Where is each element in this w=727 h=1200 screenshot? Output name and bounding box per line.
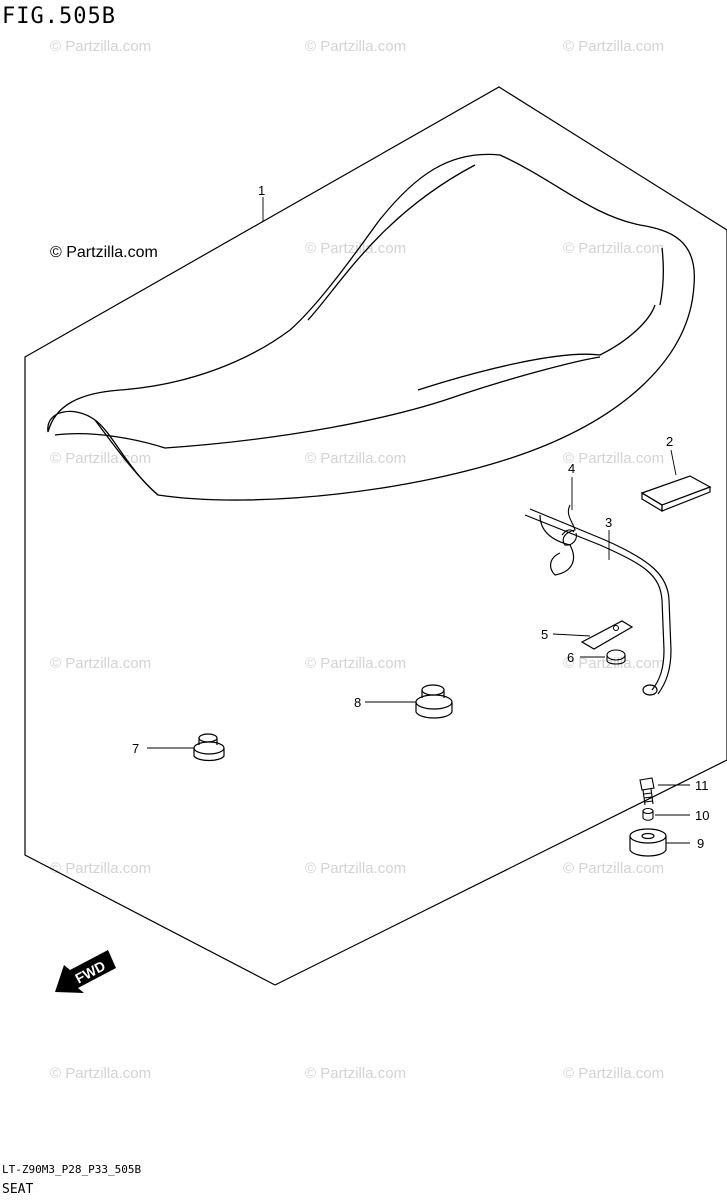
- spring-part: [561, 504, 577, 546]
- collar-part: [642, 807, 654, 821]
- watermark: © Partzilla.com: [50, 38, 152, 55]
- nut-part: [606, 649, 626, 665]
- callout-7: 7: [132, 741, 139, 756]
- callout-5: 5: [541, 627, 548, 642]
- cushion-small-part: [193, 733, 225, 762]
- callout-4: 4: [568, 461, 575, 476]
- callout-9: 9: [697, 836, 704, 851]
- plate-part: [580, 620, 634, 650]
- watermark: © Partzilla.com: [50, 450, 152, 467]
- callout-2: 2: [666, 434, 673, 449]
- watermark: © Partzilla.com: [305, 860, 407, 877]
- callout-10: 10: [695, 808, 709, 823]
- cushion-part: [415, 684, 453, 719]
- watermark: © Partzilla.com: [305, 1065, 407, 1082]
- watermark: © Partzilla.com: [50, 1065, 152, 1082]
- watermark: © Partzilla.com: [50, 860, 152, 877]
- watermark: © Partzilla.com: [305, 655, 407, 672]
- figure-name: SEAT: [2, 1182, 34, 1197]
- watermark: © Partzilla.com: [563, 240, 665, 257]
- callout-11: 11: [695, 778, 709, 793]
- watermark: © Partzilla.com: [305, 240, 407, 257]
- callout-6: 6: [567, 650, 574, 665]
- watermark: © Partzilla.com: [563, 860, 665, 877]
- watermark-main: © Partzilla.com: [50, 244, 158, 261]
- pad-part: [640, 475, 712, 513]
- watermark: © Partzilla.com: [305, 38, 407, 55]
- figure-title: FIG.505B: [2, 4, 116, 29]
- diagram-frame: [24, 86, 727, 986]
- bolt-part: [639, 777, 655, 806]
- callout-8: 8: [354, 695, 361, 710]
- watermark: © Partzilla.com: [563, 450, 665, 467]
- seat-part: [47, 153, 695, 501]
- lock-rod-part: [524, 508, 672, 696]
- watermark: © Partzilla.com: [563, 1065, 665, 1082]
- callout-3: 3: [605, 515, 612, 530]
- watermark: © Partzilla.com: [50, 655, 152, 672]
- figure-code: LT-Z90M3_P28_P33_505B: [2, 1163, 142, 1176]
- ring-part: [629, 828, 667, 857]
- watermark: © Partzilla.com: [563, 38, 665, 55]
- watermark: © Partzilla.com: [305, 450, 407, 467]
- forward-arrow-icon: FWD: [55, 950, 116, 993]
- callout-1: 1: [258, 183, 265, 198]
